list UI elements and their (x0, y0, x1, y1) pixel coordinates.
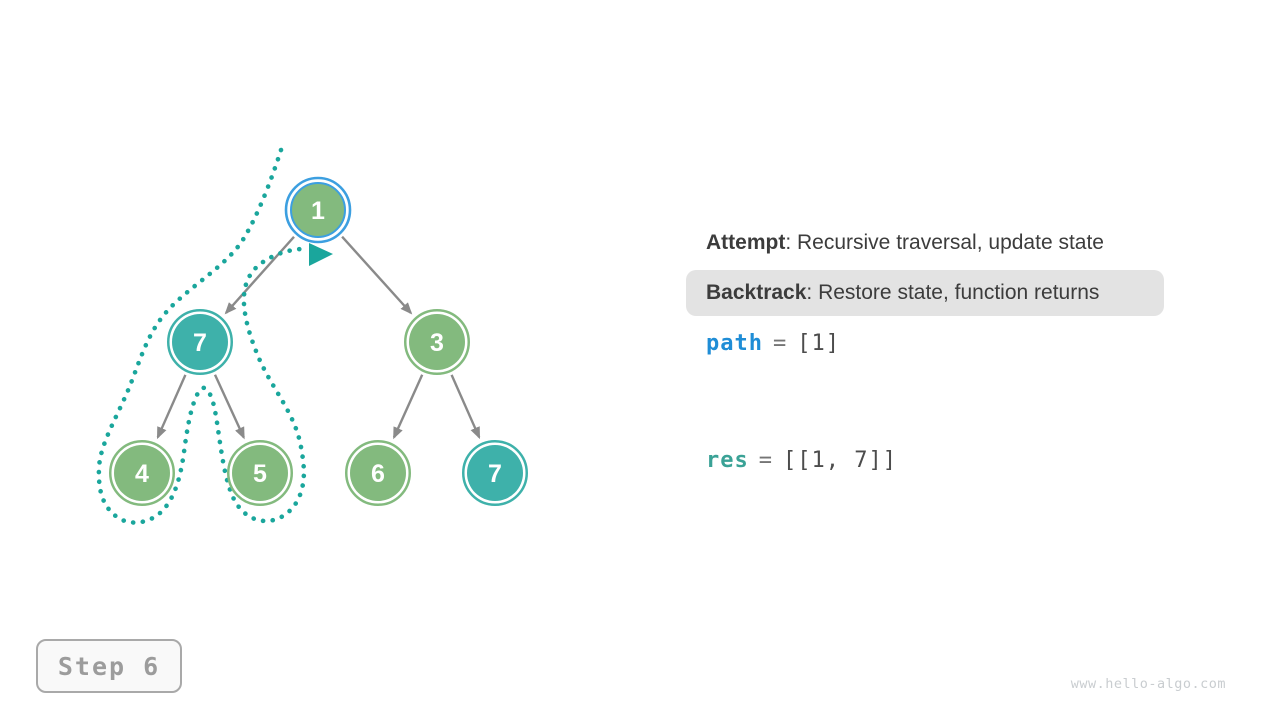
attempt-text: : Recursive traversal, update state (785, 231, 1104, 254)
tree-edges (156, 235, 481, 440)
node-value-label: 4 (135, 460, 149, 488)
backtrack-text: : Restore state, function returns (806, 281, 1100, 304)
path-variable-value: [1] (797, 331, 840, 356)
node-outer-ring (284, 176, 352, 244)
tree-edge (392, 374, 424, 440)
node-value-label: 1 (311, 197, 325, 225)
node-disc (114, 445, 170, 501)
tree-edge (224, 236, 295, 315)
node-disc (409, 314, 465, 370)
node-outer-ring (167, 309, 233, 375)
backtrack-caption: Backtrack: Restore state, function retur… (686, 270, 1164, 316)
res-equals-sign: = (758, 448, 773, 473)
node-outer-ring (462, 440, 528, 506)
path-variable-line: path = [1] (706, 331, 840, 356)
res-variable-line: res = [[1, 7]] (706, 448, 897, 473)
node-value-label: 3 (430, 329, 444, 357)
node-disc (172, 314, 228, 370)
res-variable-name: res (706, 448, 749, 473)
node-outer-ring (345, 440, 411, 506)
tree-edge (156, 374, 187, 440)
node-value-label: 7 (193, 329, 207, 357)
tree-edge (450, 374, 481, 440)
tree-edge (213, 374, 245, 440)
tree-node: 7 (462, 440, 528, 506)
tree-edge (341, 235, 413, 315)
step-indicator: Step 6 (36, 639, 182, 693)
node-disc (350, 445, 406, 501)
res-variable-value: [[1, 7]] (783, 448, 897, 473)
tree-node: 7 (167, 309, 233, 375)
node-disc (467, 445, 523, 501)
tree-node: 6 (345, 440, 411, 506)
path-equals-sign: = (772, 331, 788, 356)
path-variable-name: path (706, 331, 763, 356)
traversal-dotted-trail (96, 147, 307, 525)
node-outer-ring (109, 440, 175, 506)
tree-node: 4 (109, 440, 175, 506)
tree-node: 5 (227, 440, 293, 506)
node-value-label: 7 (488, 460, 502, 488)
watermark: www.hello-algo.com (1070, 676, 1226, 692)
tree-node-current: 1 (284, 176, 352, 244)
node-disc (232, 445, 288, 501)
node-value-label: 6 (371, 460, 385, 488)
node-outer-ring (404, 309, 470, 375)
attempt-caption: Attempt: Recursive traversal, update sta… (706, 231, 1104, 255)
step-label: Step 6 (57, 651, 161, 681)
tree-node: 3 (404, 309, 470, 375)
traversal-arrowhead-icon (309, 243, 333, 266)
node-outer-ring (227, 440, 293, 506)
backtrack-label: Backtrack (706, 281, 807, 304)
node-value-label: 5 (253, 460, 267, 488)
node-disc (290, 182, 346, 238)
attempt-label: Attempt (706, 231, 786, 254)
tree-nodes: 1 7 3 4 5 6 7 (109, 176, 528, 506)
